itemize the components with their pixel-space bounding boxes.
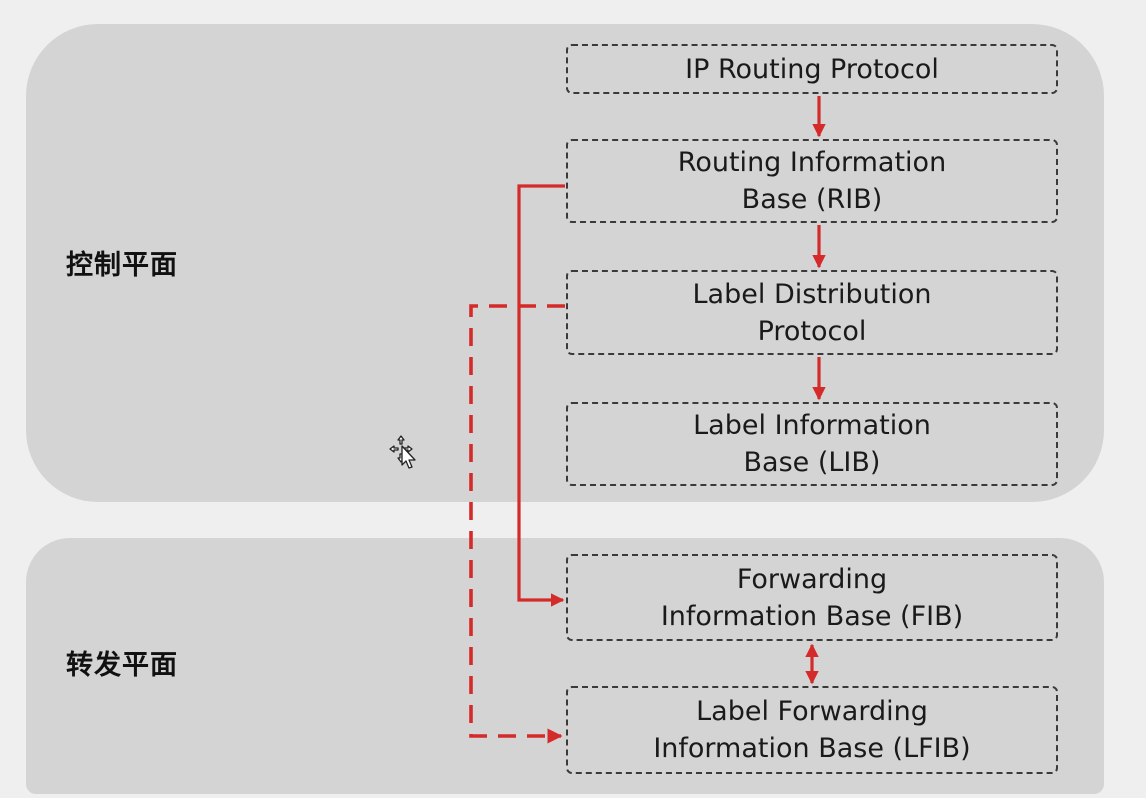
lfib-box: Label Forwarding Information Base (LFIB) — [566, 686, 1058, 774]
move-cursor-icon — [389, 435, 416, 469]
ldp-text-line2: Protocol — [757, 315, 867, 347]
connector-ldp-to-lfib — [469, 304, 565, 744]
ldp-text-line1: Label Distribution — [692, 278, 932, 310]
rib-text-line1: Routing Information — [677, 147, 947, 178]
fib-text-line2: Information Base (FIB) — [660, 600, 964, 632]
ip-routing-protocol-box: IP Routing Protocol — [566, 44, 1058, 94]
ldp-box: Label Distribution Protocol — [566, 270, 1058, 355]
lib-box: Label Information Base (LIB) — [566, 402, 1058, 486]
forwarding-plane-label: 转发平面 — [66, 650, 178, 681]
lib-text-line1: Label Information — [693, 410, 931, 441]
lfib-text-line1: Label Forwarding — [696, 696, 928, 727]
control-plane-region — [26, 24, 1104, 502]
lib-text-line2: Base (LIB) — [743, 447, 881, 478]
rib-text-line2: Base (RIB) — [741, 184, 883, 215]
fib-box: Forwarding Information Base (FIB) — [566, 554, 1058, 641]
ip-routing-protocol-text: IP Routing Protocol — [685, 53, 939, 85]
control-plane-label: 控制平面 — [66, 250, 178, 281]
fib-text-line1: Forwarding — [736, 563, 888, 595]
forwarding-plane-region — [26, 538, 1104, 794]
rib-box: Routing Information Base (RIB) — [566, 139, 1058, 223]
connector-rib-to-fib — [517, 184, 565, 607]
lfib-text-line2: Information Base (LFIB) — [653, 733, 971, 764]
